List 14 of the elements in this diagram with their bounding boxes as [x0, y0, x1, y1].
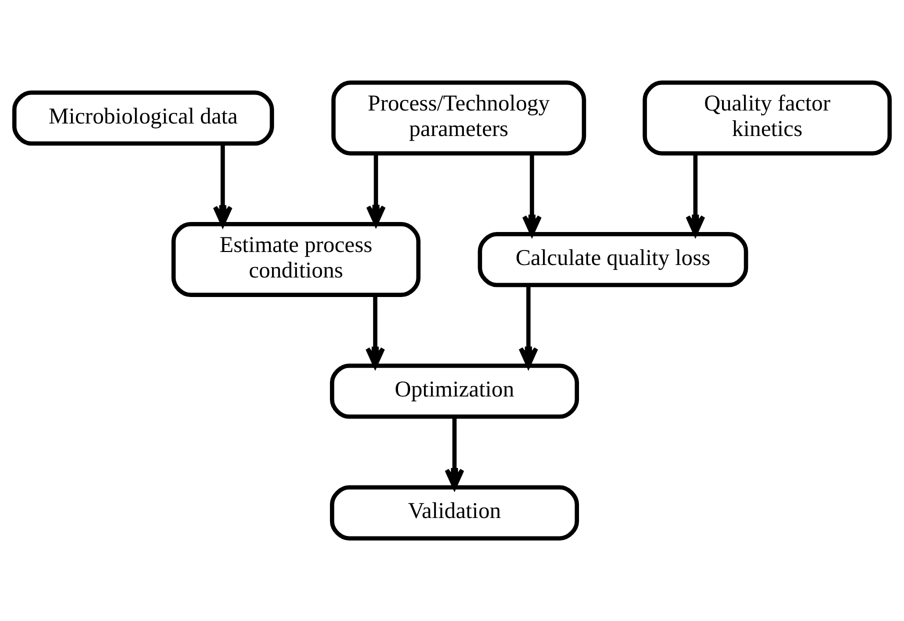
arrow [686, 154, 706, 236]
node-box: Microbiological data [12, 90, 274, 146]
node-box: Calculate quality loss [478, 232, 748, 288]
arrow [522, 154, 542, 236]
arrow [365, 296, 385, 368]
node-box: Optimization [330, 364, 579, 419]
arrow [212, 144, 232, 226]
node-box: Validation [330, 485, 579, 540]
node-box: Estimate process conditions [171, 222, 421, 298]
arrow [518, 286, 538, 368]
node-box: Quality factor kinetics [642, 80, 892, 156]
arrow [444, 416, 464, 490]
node-box: Process/Technology parameters [331, 80, 586, 156]
arrow [366, 154, 386, 226]
